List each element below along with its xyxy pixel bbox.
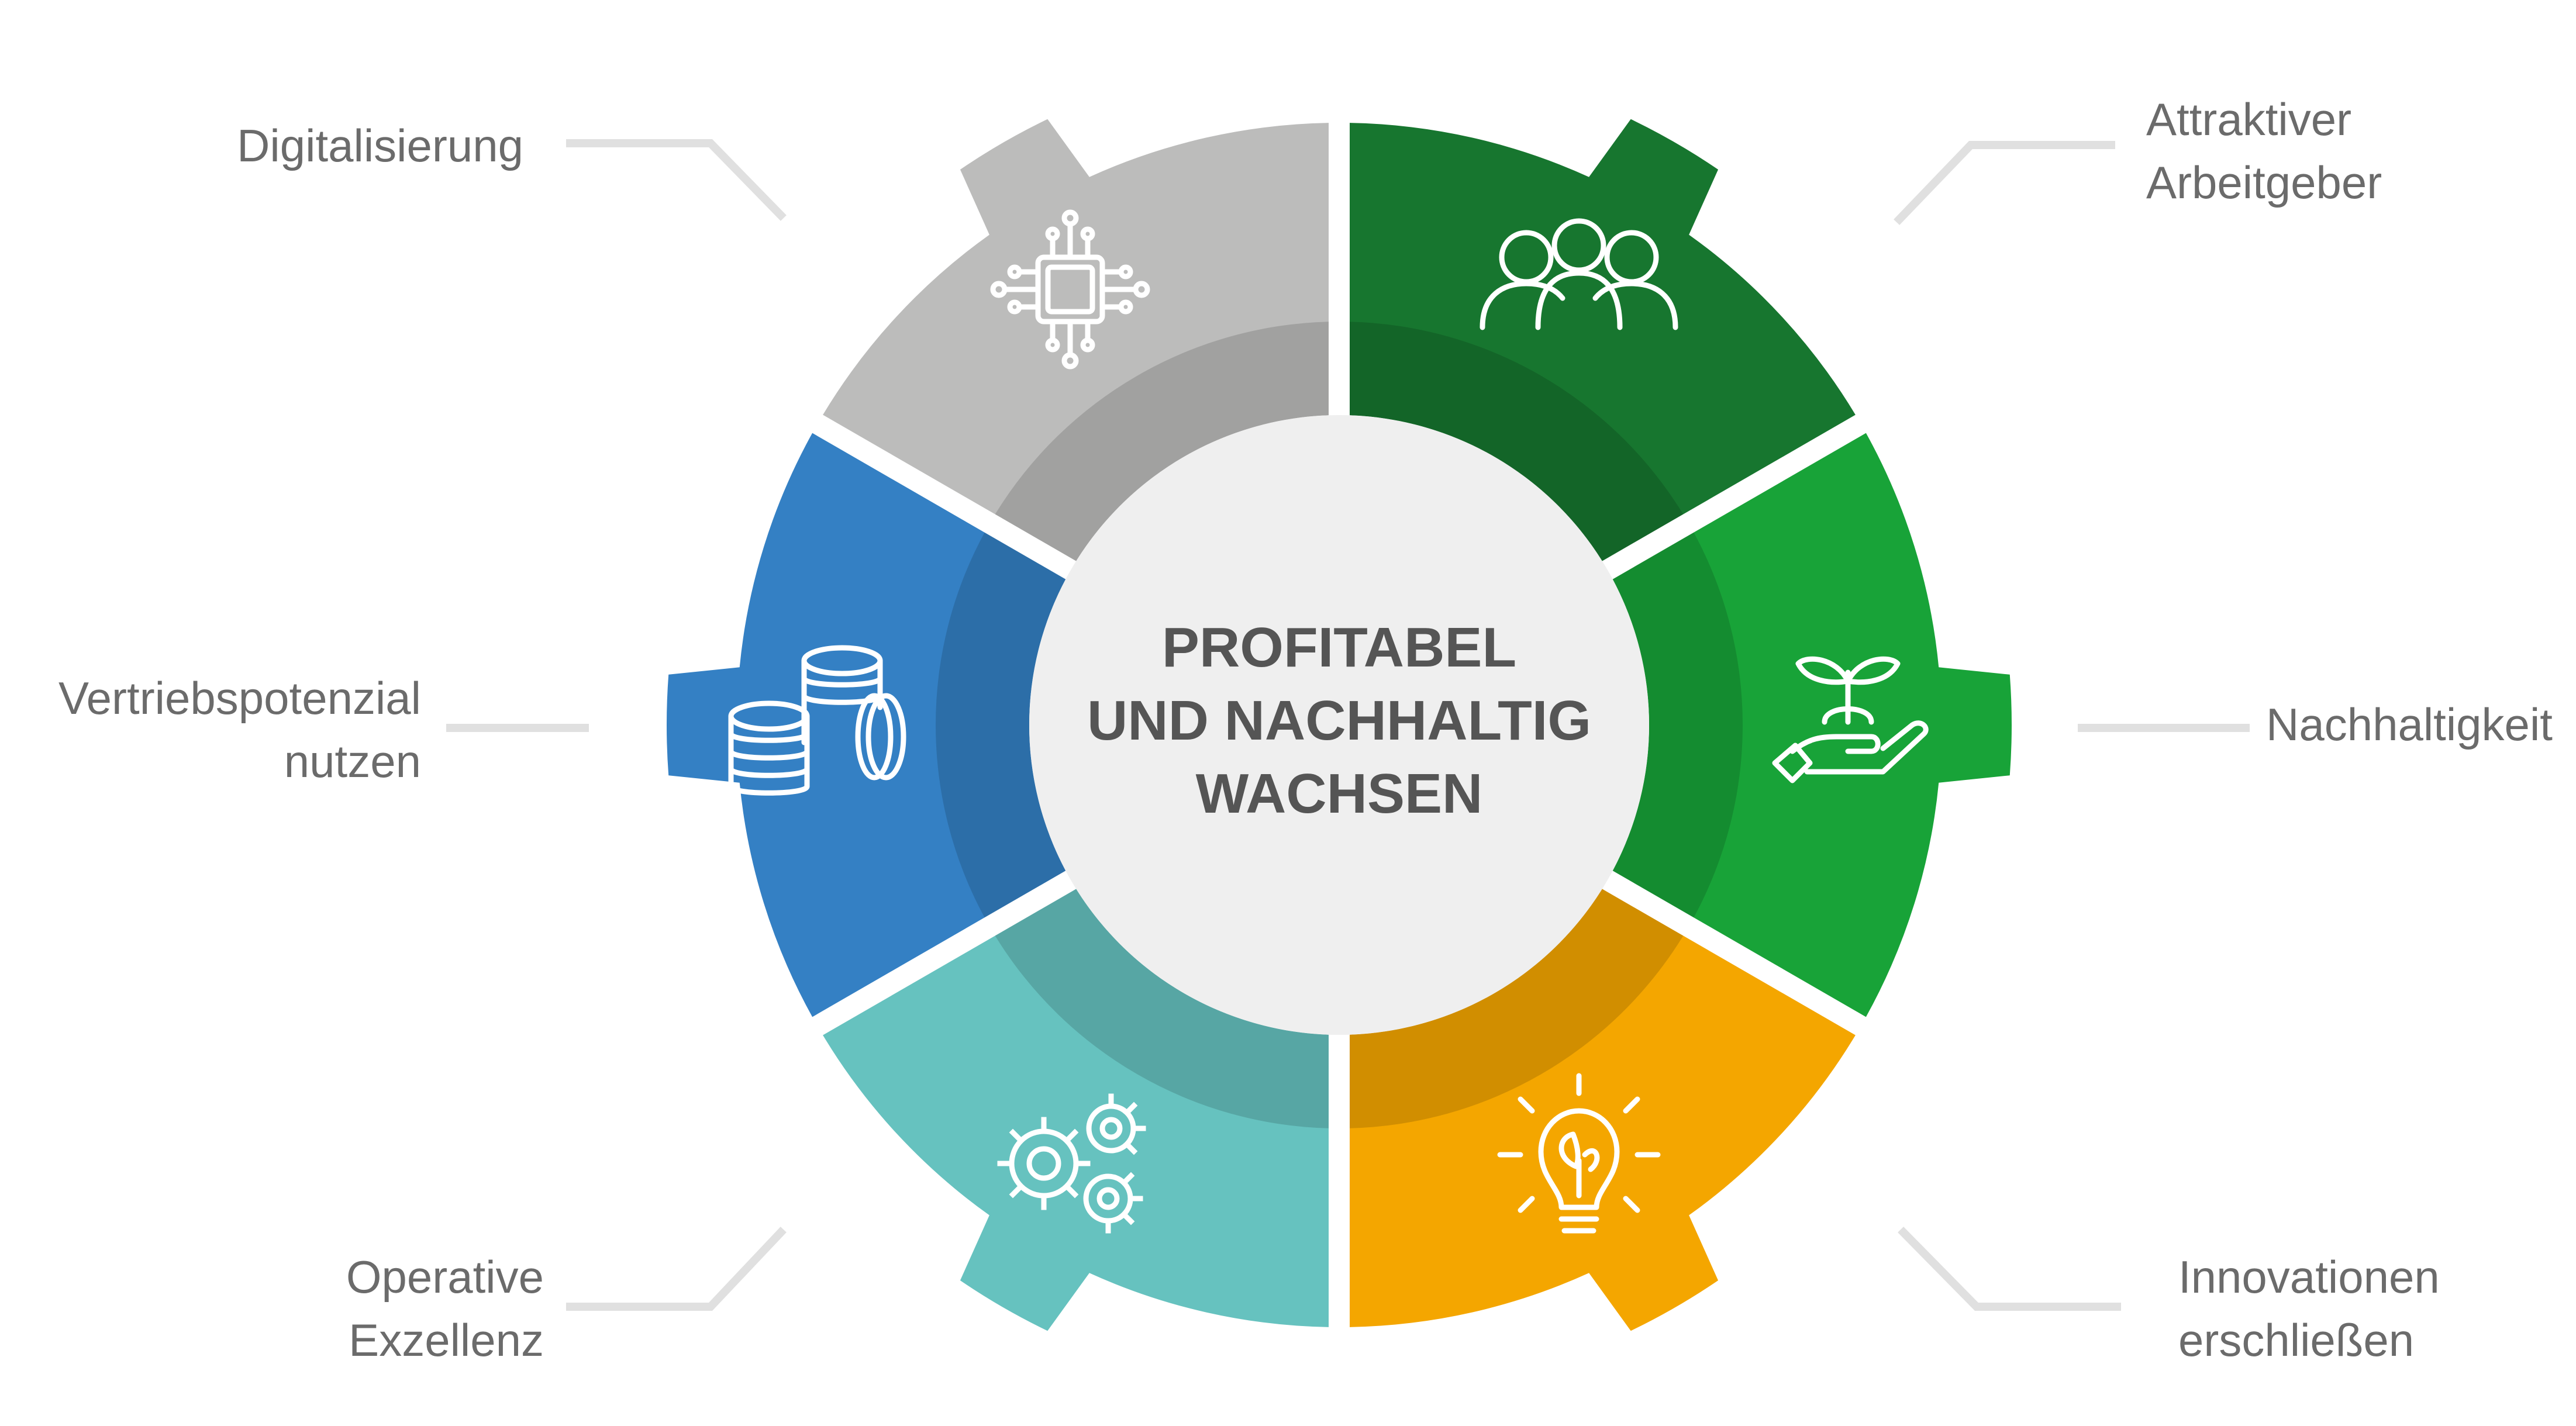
label-arbeitgeber-line-2: Arbeitgeber bbox=[2146, 157, 2382, 208]
gear-segment-innovationen bbox=[1349, 889, 1856, 1331]
people-icon bbox=[1480, 218, 1678, 330]
label-vertrieb: Vertriebspotenzial nutzen bbox=[58, 667, 421, 793]
label-vertrieb-line-1: Vertriebspotenzial bbox=[58, 672, 421, 724]
label-innovationen: Innovationen erschließen bbox=[2178, 1245, 2440, 1372]
gear-segment-nachhaltigkeit bbox=[1612, 433, 2012, 1017]
label-arbeitgeber-line-1: Attraktiver bbox=[2146, 94, 2352, 145]
gear-segments bbox=[666, 119, 2012, 1331]
label-digitalisierung: Digitalisierung bbox=[237, 114, 523, 177]
label-nachhaltigkeit: Nachhaltigkeit bbox=[2266, 693, 2553, 756]
center-disc bbox=[1029, 415, 1649, 1035]
chip-icon bbox=[990, 209, 1150, 370]
inner-ring-arbeitgeber bbox=[1349, 322, 1684, 561]
leader-line-digitalisierung bbox=[566, 139, 787, 221]
inner-ring-nachhaltigkeit bbox=[1612, 532, 1743, 918]
leader-lines bbox=[446, 139, 2250, 1311]
leader-line-innovationen bbox=[1898, 1227, 2121, 1311]
center-title-line-1: PROFITABEL bbox=[1162, 616, 1516, 679]
label-innovationen-line-2: erschließen bbox=[2178, 1314, 2415, 1366]
lightbulb-icon bbox=[1497, 1073, 1661, 1234]
gear-segment-digitalisierung bbox=[823, 119, 1329, 561]
label-nachhaltigkeit-line-1: Nachhaltigkeit bbox=[2266, 699, 2553, 750]
label-exzellenz-line-1: Operative bbox=[346, 1251, 544, 1303]
center-title-line-2: UND NACHHALTIG bbox=[1087, 689, 1591, 752]
gear-segment-exzellenz bbox=[823, 889, 1329, 1331]
label-vertrieb-line-2: nutzen bbox=[284, 736, 421, 787]
label-digitalisierung-line-1: Digitalisierung bbox=[237, 120, 523, 171]
gear-segment-arbeitgeber bbox=[1349, 119, 1856, 561]
label-arbeitgeber: Attraktiver Arbeitgeber bbox=[2146, 88, 2382, 214]
inner-ring-exzellenz bbox=[995, 889, 1329, 1128]
label-exzellenz-line-2: Exzellenz bbox=[349, 1314, 544, 1366]
label-innovationen-line-1: Innovationen bbox=[2178, 1251, 2440, 1303]
inner-ring bbox=[936, 322, 1743, 1128]
inner-ring-digitalisierung bbox=[995, 322, 1329, 561]
hand-plant-icon bbox=[1772, 656, 1929, 783]
gears-icon bbox=[997, 1093, 1146, 1234]
inner-ring-innovationen bbox=[1349, 889, 1684, 1128]
label-exzellenz: Operative Exzellenz bbox=[346, 1245, 544, 1372]
leader-line-arbeitgeber bbox=[1894, 141, 2115, 225]
center-title-line-3: WACHSEN bbox=[1196, 762, 1483, 825]
gear-segment-vertrieb bbox=[666, 433, 1066, 1017]
leader-line-exzellenz bbox=[566, 1227, 787, 1311]
coins-icon bbox=[728, 645, 906, 796]
inner-ring-vertrieb bbox=[936, 532, 1066, 918]
